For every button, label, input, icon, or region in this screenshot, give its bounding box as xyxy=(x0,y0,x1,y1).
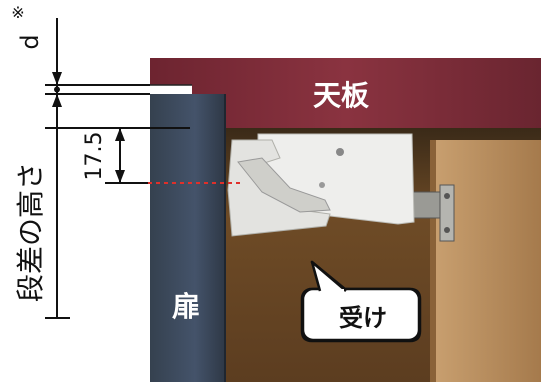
dimension-value-label: 17.5 xyxy=(82,132,107,181)
top-panel-label: 天板 xyxy=(312,79,369,112)
d-label: d xyxy=(16,34,44,49)
double-arrow-icon xyxy=(52,72,125,183)
door-panel xyxy=(150,94,225,382)
step-height-label: 段差の高さ xyxy=(14,162,47,302)
note-mark: ※ xyxy=(11,3,24,22)
cabinet-side-panel xyxy=(432,140,541,382)
d-marker-dot xyxy=(54,86,60,93)
top-panel-notch xyxy=(150,85,192,94)
callout-bubble-icon xyxy=(300,260,422,343)
hinge-bracket xyxy=(409,184,455,242)
catch-mechanism xyxy=(227,133,415,237)
top-panel xyxy=(150,58,541,128)
catch-label: 受け xyxy=(339,303,387,332)
dimension-annotations xyxy=(45,18,190,319)
door-label: 扉 xyxy=(171,290,200,323)
side-panel-edge xyxy=(430,140,436,382)
